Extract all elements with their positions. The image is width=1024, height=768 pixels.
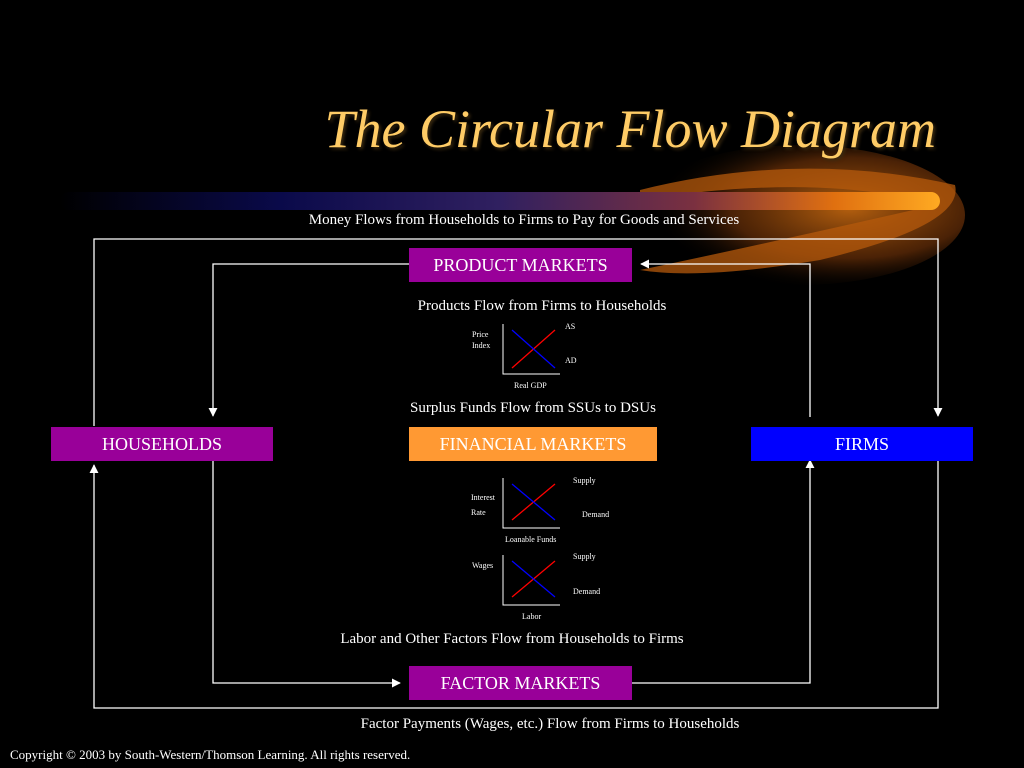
surplus-flow-label: Surplus Funds Flow from SSUs to DSUs xyxy=(410,400,656,416)
firms-box: FIRMS xyxy=(751,427,973,461)
factor-payments-flow-label: Factor Payments (Wages, etc.) Flow from … xyxy=(360,716,740,732)
page-title: The Circular Flow Diagram xyxy=(324,99,936,159)
rate-label: Rate xyxy=(471,508,486,517)
price-index-label-2: Index xyxy=(472,341,491,350)
labor-axis-label: Labor xyxy=(522,612,542,621)
labor-axes xyxy=(502,555,560,606)
as-ad-axes xyxy=(502,324,560,375)
loanable-supply-label: Supply xyxy=(573,476,596,485)
loanable-axes xyxy=(502,478,560,529)
copyright-notice: Copyright © 2003 by South-Western/Thomso… xyxy=(10,747,411,762)
labor-demand-curve xyxy=(511,560,556,598)
labor-to-market-line xyxy=(212,460,401,688)
loanable-funds-label: Loanable Funds xyxy=(505,535,557,544)
ad-label: AD xyxy=(565,356,577,365)
products-to-households-line xyxy=(208,263,409,417)
ad-curve xyxy=(511,329,556,369)
products-flow-label: Products Flow from Firms to Households xyxy=(417,298,667,314)
labor-demand-label: Demand xyxy=(573,587,601,596)
products-to-market-line xyxy=(640,259,811,417)
real-gdp-label: Real GDP xyxy=(514,381,547,390)
factor-payments-line xyxy=(89,460,939,709)
loanable-funds-mini-chart xyxy=(502,478,560,529)
interest-label: Interest xyxy=(471,493,495,502)
labor-mini-chart xyxy=(502,555,560,606)
factor-markets-box: FACTOR MARKETS xyxy=(409,666,632,700)
loanable-demand-label: Demand xyxy=(582,510,610,519)
product-markets-box: PRODUCT MARKETS xyxy=(409,248,632,282)
money-flow-line xyxy=(93,238,943,426)
labor-to-firms-line xyxy=(632,459,815,684)
loanable-demand-curve xyxy=(511,483,556,521)
wages-label: Wages xyxy=(472,561,494,570)
households-box: HOUSEHOLDS xyxy=(51,427,273,461)
financial-markets-box: FINANCIAL MARKETS xyxy=(409,427,657,461)
as-ad-mini-chart xyxy=(502,324,560,375)
labor-flow-label: Labor and Other Factors Flow from Househ… xyxy=(340,631,684,647)
price-index-label-1: Price xyxy=(472,330,489,339)
labor-supply-label: Supply xyxy=(573,552,596,561)
as-label: AS xyxy=(565,322,576,331)
money-flow-label: Money Flows from Households to Firms to … xyxy=(308,212,740,228)
